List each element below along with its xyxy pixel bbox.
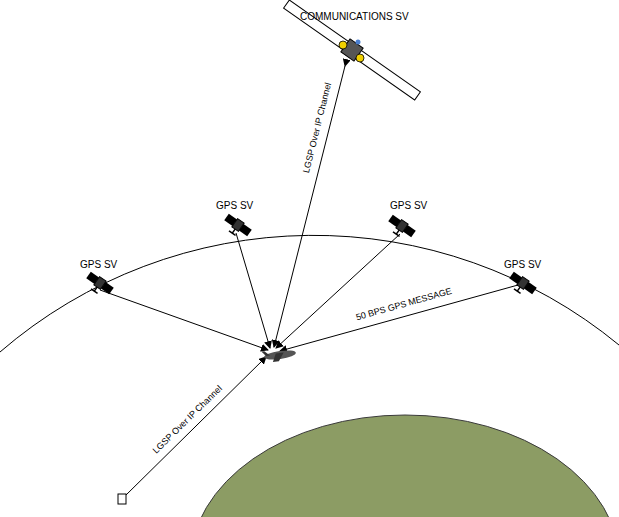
comm-satellite	[282, 0, 422, 102]
satellite-node: GPS SV	[388, 199, 429, 212]
gps-satellite	[83, 271, 115, 299]
satellite-node: GPS SV	[214, 199, 255, 212]
gps-satellite	[506, 271, 538, 299]
satellite-label: GPS SV	[388, 199, 429, 212]
satellite-node: GPS SV	[78, 258, 119, 271]
gps-satellite	[221, 213, 253, 241]
gps-satellite	[385, 214, 417, 242]
channel-label: 50 BPS GPS MESSAGE	[353, 286, 455, 323]
satellite-label: GPS SV	[502, 258, 543, 271]
channel-label: LGSP Over IP Channel	[150, 383, 226, 458]
signal-lines	[100, 66, 518, 496]
satellite-label: COMMUNICATIONS SV	[298, 10, 411, 23]
satellite-node: GPS SV	[502, 258, 543, 271]
orbit-arc	[0, 235, 619, 352]
aircraft	[261, 347, 296, 364]
satellite-node: COMMUNICATIONS SV	[298, 10, 411, 23]
earth	[190, 415, 619, 517]
ground-station	[118, 494, 126, 504]
satellite-label: GPS SV	[78, 258, 119, 271]
satellite-label: GPS SV	[214, 199, 255, 212]
